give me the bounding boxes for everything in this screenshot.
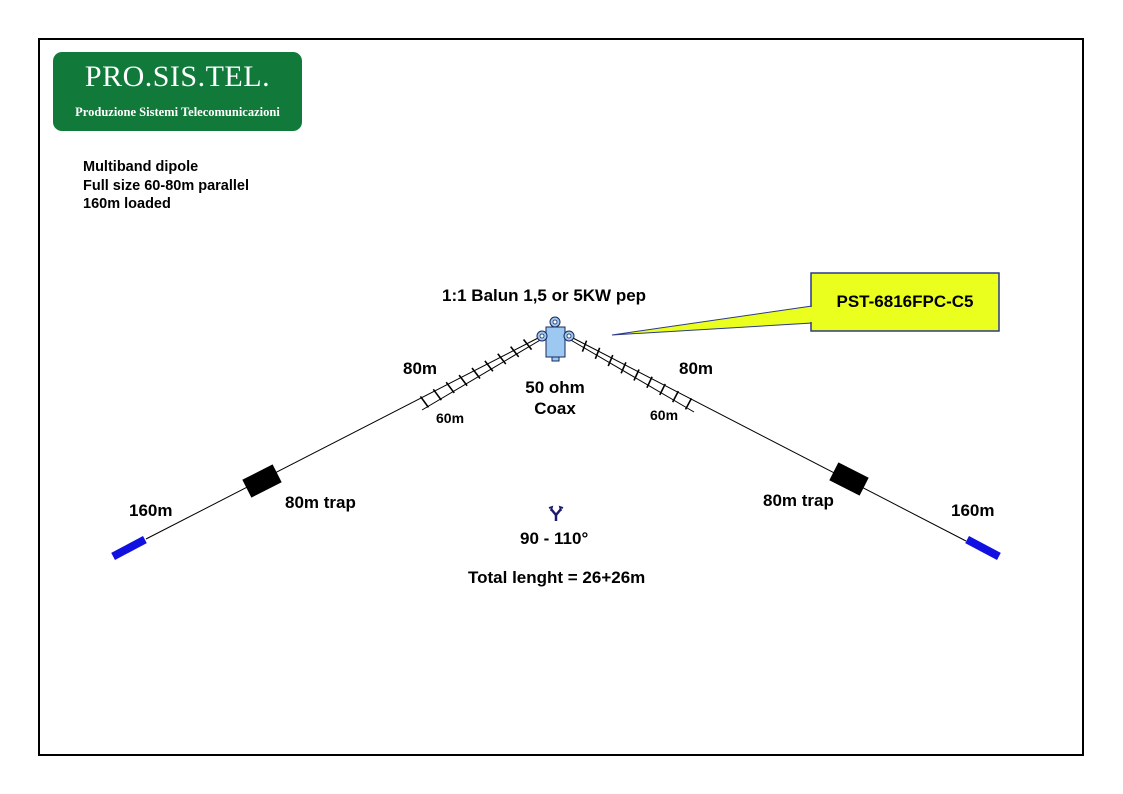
ladder-rung [522,339,533,351]
balun-insulator-top [549,316,561,328]
ladder-rung [458,374,468,387]
ladder-rung [620,361,627,374]
balun-insulator-right [563,330,575,342]
left-trap-label: 80m trap [285,493,356,512]
left-trap [242,464,282,498]
balun-insulator-left [536,330,548,342]
right-loading-coil [965,536,1001,560]
ladder-rung [633,369,640,381]
feedline-label-line: Coax [534,399,576,418]
ladder-rung [484,360,494,372]
angle-icon [548,505,564,521]
left-ladder-rail [421,338,543,411]
ladder-rung [594,347,601,360]
ladder-rung [581,340,588,352]
left-ladder-rungs [419,339,533,408]
ladder-rung [646,376,653,389]
ladder-rung [684,398,693,410]
logo-subtitle: Produzione Sistemi Telecomunicazioni [75,105,280,119]
ladder-rung [659,383,666,396]
feedline-label-line: 50 ohm [525,378,585,397]
ladder-rung [671,390,680,403]
description-line: 160m loaded [83,196,171,212]
right-60m-label: 60m [650,407,679,423]
page-frame [38,38,1084,756]
right-80m-label: 80m [679,359,714,378]
total-length-label: Total lenght = 26+26m [468,568,646,587]
description-line: Multiband dipole [83,159,199,175]
feedline-label: 50 ohm Coax [522,377,588,419]
left-80m-label: 80m [403,359,438,378]
ladder-rung [471,367,481,379]
right-trap-label: 80m trap [763,491,834,510]
right-160m-label: 160m [951,501,995,520]
left-60m-label: 60m [436,410,465,426]
ladder-rung [432,388,442,401]
antenna-description: Multiband dipole Full size 60-80m parall… [83,158,249,214]
ladder-rung [510,346,520,358]
right-ladder-rungs [581,340,693,410]
product-code-callout: PST-6816FPC-C5 [836,292,974,311]
balun-body [545,326,566,358]
balun-label: 1:1 Balun 1,5 or 5KW pep [442,286,647,305]
callout-box [810,272,1000,332]
balun-connector [551,356,560,362]
description-line: Full size 60-80m parallel [83,177,250,194]
callout-pointer [611,305,813,336]
logo-title: PRO.SIS.TEL. [84,60,271,93]
ladder-rung [607,354,614,367]
ladder-rung [419,395,430,408]
company-logo: PRO.SIS.TEL. Produzione Sistemi Telecomu… [53,52,302,131]
angle-label: 90 - 110° [520,529,589,548]
right-trap [829,462,869,496]
right-wire [570,336,967,542]
callout-joint [809,307,813,322]
left-160m-label: 160m [129,501,173,520]
left-loading-coil [111,536,147,560]
ladder-rung [445,381,455,394]
ladder-rung [497,353,507,365]
